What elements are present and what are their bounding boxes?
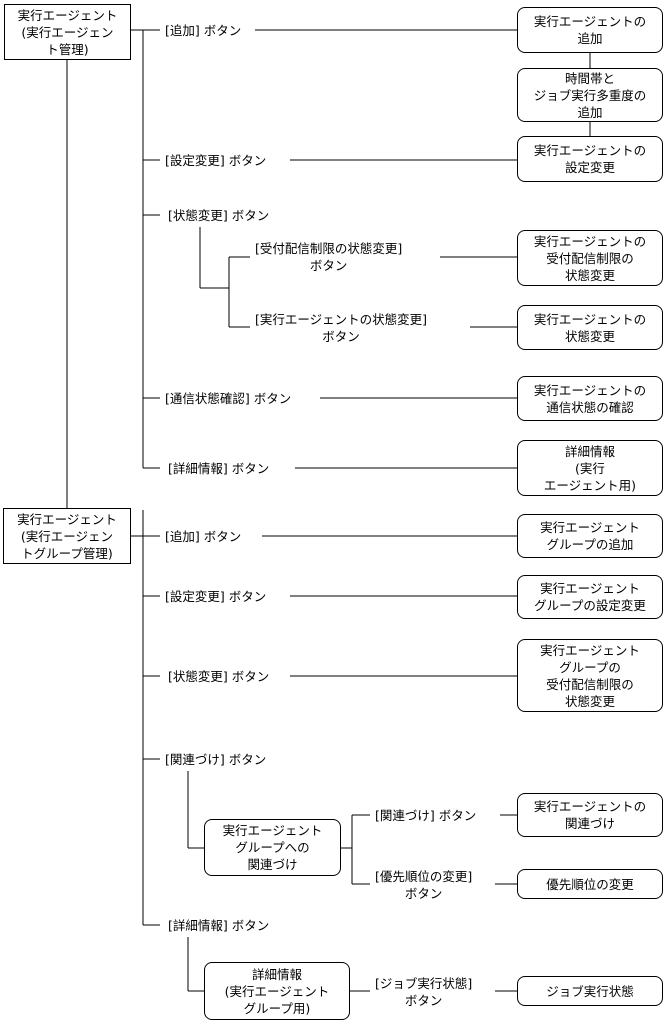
- group-status-button-label: [状態変更] ボタン: [165, 668, 273, 685]
- job-status-dialog: ジョブ実行状態: [517, 976, 663, 1006]
- agent-association-dialog: 実行エージェントの 関連づけ: [517, 793, 663, 837]
- priority-button-label: [優先順位の変更] ボタン: [372, 868, 476, 902]
- agent-edit-button-label: [設定変更] ボタン: [162, 152, 270, 169]
- job-status-button-label: [ジョブ実行状態] ボタン: [372, 975, 476, 1009]
- agent-management-screen: 実行エージェント (実行エージェン ト管理): [4, 4, 131, 60]
- agent-group-management-screen: 実行エージェント (実行エージェン トグループ管理): [3, 508, 131, 564]
- agent-status-dialog: 実行エージェントの 状態変更: [517, 305, 663, 350]
- group-edit-button-label: [設定変更] ボタン: [162, 588, 270, 605]
- group-assoc-button-label: [関連づけ] ボタン: [162, 751, 270, 768]
- group-detail-dialog: 詳細情報 (実行エージェント グループ用): [204, 962, 350, 1020]
- comm-check-button-label: [通信状態確認] ボタン: [162, 390, 295, 407]
- agent-add-dialog: 実行エージェントの 追加: [517, 7, 663, 53]
- timezone-multiplicity-dialog: 時間帯と ジョブ実行多重度の 追加: [517, 68, 663, 122]
- agent-add-button-label: [追加] ボタン: [162, 22, 245, 39]
- receive-limit-dialog: 実行エージェントの 受付配信制限の 状態変更: [517, 230, 663, 286]
- agent-detail-button-label: [詳細情報] ボタン: [165, 460, 273, 477]
- assoc-sub-button-label: [関連づけ] ボタン: [372, 807, 480, 824]
- agent-status-change-button-label: [実行エージェントの状態変更] ボタン: [252, 311, 431, 345]
- group-detail-button-label: [詳細情報] ボタン: [165, 917, 273, 934]
- agent-status-button-label: [状態変更] ボタン: [165, 207, 273, 224]
- group-add-dialog: 実行エージェント グループの追加: [517, 514, 663, 558]
- comm-status-dialog: 実行エージェントの 通信状態の確認: [517, 376, 663, 421]
- receive-limit-button-label: [受付配信制限の状態変更] ボタン: [252, 240, 406, 274]
- group-association-dialog: 実行エージェント グループへの 関連づけ: [204, 819, 341, 876]
- agent-edit-dialog: 実行エージェントの 設定変更: [517, 136, 663, 182]
- group-receive-limit-dialog: 実行エージェント グループの 受付配信制限の 状態変更: [517, 639, 663, 712]
- priority-change-dialog: 優先順位の変更: [517, 869, 663, 899]
- group-edit-dialog: 実行エージェント グループの設定変更: [517, 575, 663, 619]
- group-add-button-label: [追加] ボタン: [162, 528, 245, 545]
- agent-detail-dialog: 詳細情報 (実行 エージェント用): [517, 440, 663, 496]
